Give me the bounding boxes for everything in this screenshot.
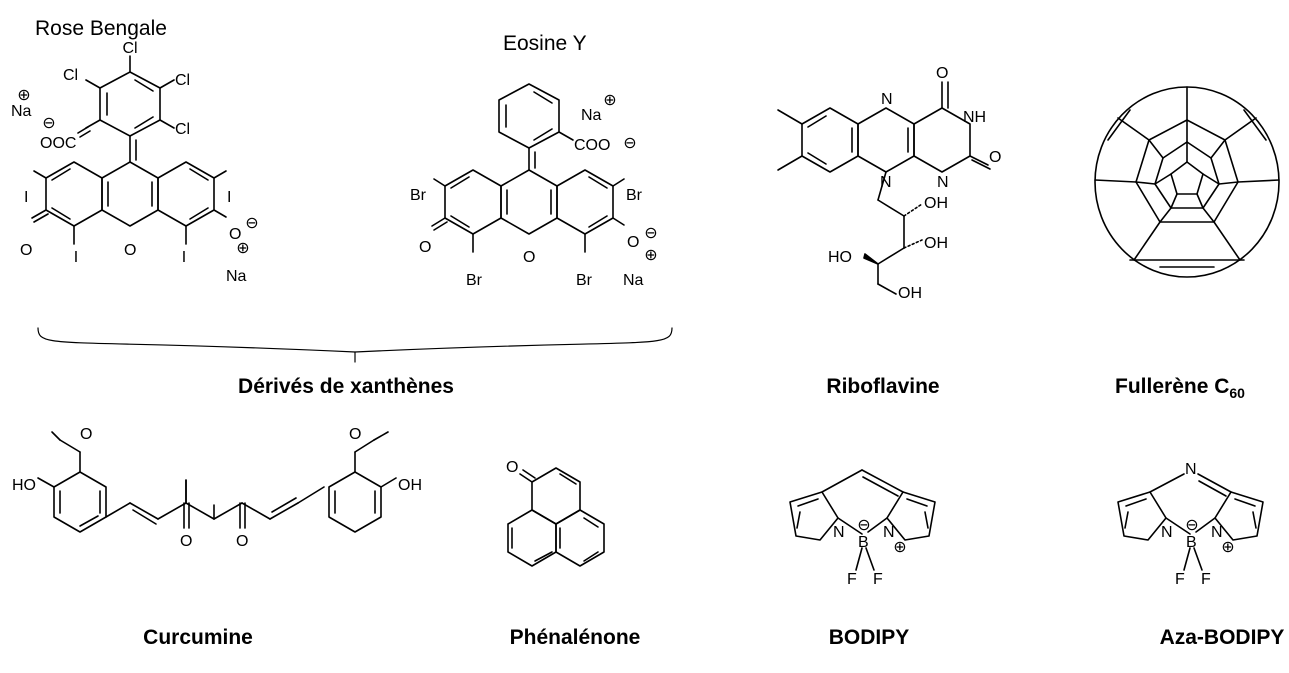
atom-label: NH — [963, 109, 986, 126]
atom-label: N — [880, 174, 892, 191]
atom-label: HO — [12, 477, 36, 494]
charge-label: ⊕ — [236, 238, 249, 257]
bodipy-caption: BODIPY — [828, 626, 910, 649]
fullerene-caption-subscript: 60 — [1229, 385, 1245, 402]
charge-label: ⊖ — [42, 113, 55, 132]
phenalenone-caption: Phénalénone — [509, 626, 641, 649]
xanthenes-bracket — [37, 327, 673, 353]
bodipy-atom-labels: N ⊖ B N ⊕ F F — [833, 515, 907, 588]
atom-label: Cl — [175, 121, 190, 138]
atom-label: Cl — [63, 67, 78, 84]
atom-label: Na — [11, 103, 32, 120]
atom-label: OH — [924, 235, 948, 252]
atom-label: I — [182, 249, 186, 266]
atom-label: O — [80, 426, 92, 443]
atom-label: OH — [898, 285, 922, 302]
phenalenone-structure — [507, 467, 605, 567]
atom-label: COO — [574, 137, 610, 154]
atom-label: Na — [226, 268, 247, 285]
atom-label: O — [936, 65, 948, 82]
atom-label: B — [858, 534, 869, 551]
atom-label: O — [229, 226, 241, 243]
atom-label: OH — [398, 477, 422, 494]
charge-label: ⊖ — [1185, 515, 1198, 534]
atom-label: Br — [576, 272, 593, 289]
atom-label: O — [20, 242, 32, 259]
charge-label: ⊕ — [1221, 537, 1234, 556]
atom-label: N — [937, 174, 949, 191]
charge-label: ⊕ — [603, 90, 616, 109]
riboflavine-atom-labels: N O NH O N N OH HO OH OH — [828, 65, 1001, 302]
aza-bodipy-atom-labels: N N ⊖ B N ⊕ F F — [1161, 461, 1235, 588]
atom-label: Na — [623, 272, 644, 289]
atom-label: O — [523, 249, 535, 266]
atom-label: I — [227, 189, 231, 206]
atom-label: N — [833, 524, 845, 541]
atom-label: F — [1175, 571, 1185, 588]
atom-label: O — [349, 426, 361, 443]
eosine-y-structure — [431, 83, 625, 253]
atom-label: O — [419, 239, 431, 256]
fullerene-caption: Fullerène C60 — [1115, 375, 1245, 401]
eosine-y-label: Eosine Y — [503, 32, 587, 55]
atom-label: O — [506, 459, 518, 476]
aza-bodipy-structure — [1117, 473, 1264, 571]
atom-label: B — [1186, 534, 1197, 551]
riboflavine-caption: Riboflavine — [826, 375, 940, 398]
atom-label: N — [1211, 524, 1223, 541]
charge-label: ⊕ — [17, 85, 30, 104]
atom-label: O — [124, 242, 136, 259]
atom-label: O — [989, 149, 1001, 166]
fullerene-caption-text: Fullerène C — [1115, 375, 1230, 398]
atom-label: Br — [466, 272, 483, 289]
atom-label: Cl — [175, 72, 190, 89]
atom-label: F — [1201, 571, 1211, 588]
atom-label: N — [883, 524, 895, 541]
atom-label: OH — [924, 195, 948, 212]
curcumine-structure — [37, 431, 397, 533]
charge-label: ⊕ — [893, 537, 906, 556]
rose-bengale-label: Rose Bengale — [35, 17, 167, 40]
atom-label: N — [1161, 524, 1173, 541]
charge-label: ⊖ — [857, 515, 870, 534]
atom-label: Br — [626, 187, 643, 204]
atom-label: N — [881, 91, 893, 108]
charge-label: ⊖ — [623, 133, 636, 152]
phenalenone-atom-labels: O — [506, 459, 518, 476]
atom-label: I — [74, 249, 78, 266]
charge-label: ⊖ — [644, 223, 657, 242]
atom-label: HO — [828, 249, 852, 266]
eosine-y-atom-labels: Na ⊕ COO ⊖ Br Br O O O ⊖ ⊕ Br Br Na — [410, 90, 658, 289]
atom-label: F — [847, 571, 857, 588]
atom-label: O — [236, 533, 248, 550]
rose-bengale-structure — [31, 55, 227, 245]
atom-label: F — [873, 571, 883, 588]
curcumine-atom-labels: O HO O OH O O — [12, 426, 422, 550]
atom-label: I — [24, 189, 28, 206]
curcumine-caption: Curcumine — [143, 626, 253, 649]
riboflavine-structure — [777, 81, 991, 295]
charge-label: ⊕ — [644, 245, 657, 264]
atom-label: N — [1185, 461, 1197, 478]
atom-label: O — [180, 533, 192, 550]
aza-bodipy-caption: Aza-BODIPY — [1159, 626, 1285, 649]
atom-label: OOC — [40, 135, 76, 152]
bodipy-structure — [789, 469, 936, 571]
xanthenes-caption: Dérivés de xanthènes — [238, 375, 454, 398]
atom-label: Na — [581, 107, 602, 124]
fullerene-c60-structure — [1094, 86, 1280, 278]
atom-label: Br — [410, 187, 427, 204]
charge-label: ⊖ — [245, 213, 258, 232]
atom-label: Cl — [122, 40, 137, 57]
atom-label: O — [627, 234, 639, 251]
rose-bengale-atom-labels: Cl Cl Cl Cl ⊕ Na ⊖ OOC I I O O I I O ⊖ ⊕… — [11, 40, 259, 285]
